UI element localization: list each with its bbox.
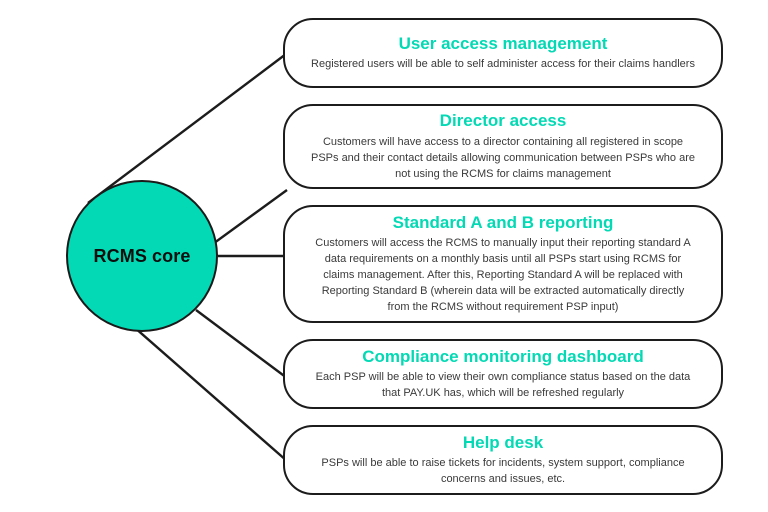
node-body: PSPs will be able to raise tickets for i…	[321, 457, 685, 486]
hub-label: RCMS core	[93, 245, 191, 266]
node-title: Help desk	[462, 432, 544, 452]
node-title: Compliance monitoring dashboard	[362, 346, 644, 366]
node-body: Customers will have access to a director…	[311, 135, 695, 180]
node-standard-a-and-b-reporting[interactable]: Standard A and B reporting Customers wil…	[283, 205, 723, 323]
node-user-access-management[interactable]: User access management Registered users …	[283, 18, 723, 88]
node-body: Registered users will be able to self ad…	[311, 58, 695, 71]
connector-line-user-access-management	[87, 53, 287, 204]
node-help-desk[interactable]: Help desk PSPs will be able to raise tic…	[283, 425, 723, 495]
connector-line-help-desk	[117, 312, 288, 462]
node-compliance-monitoring-dashboard[interactable]: Compliance monitoring dashboard Each PSP…	[283, 339, 723, 409]
node-director-access[interactable]: Director access Customers will have acce…	[283, 104, 723, 189]
connector-line-compliance-monitoring-dashboard	[195, 309, 288, 379]
node-title: User access management	[398, 33, 608, 53]
hub-node-rcms-core[interactable]: RCMS core	[66, 180, 218, 332]
node-title: Standard A and B reporting	[392, 213, 614, 233]
node-body: Each PSP will be able to view their own …	[315, 371, 691, 400]
node-body: Customers will access the RCMS to manual…	[315, 237, 691, 314]
node-title: Director access	[439, 111, 567, 131]
